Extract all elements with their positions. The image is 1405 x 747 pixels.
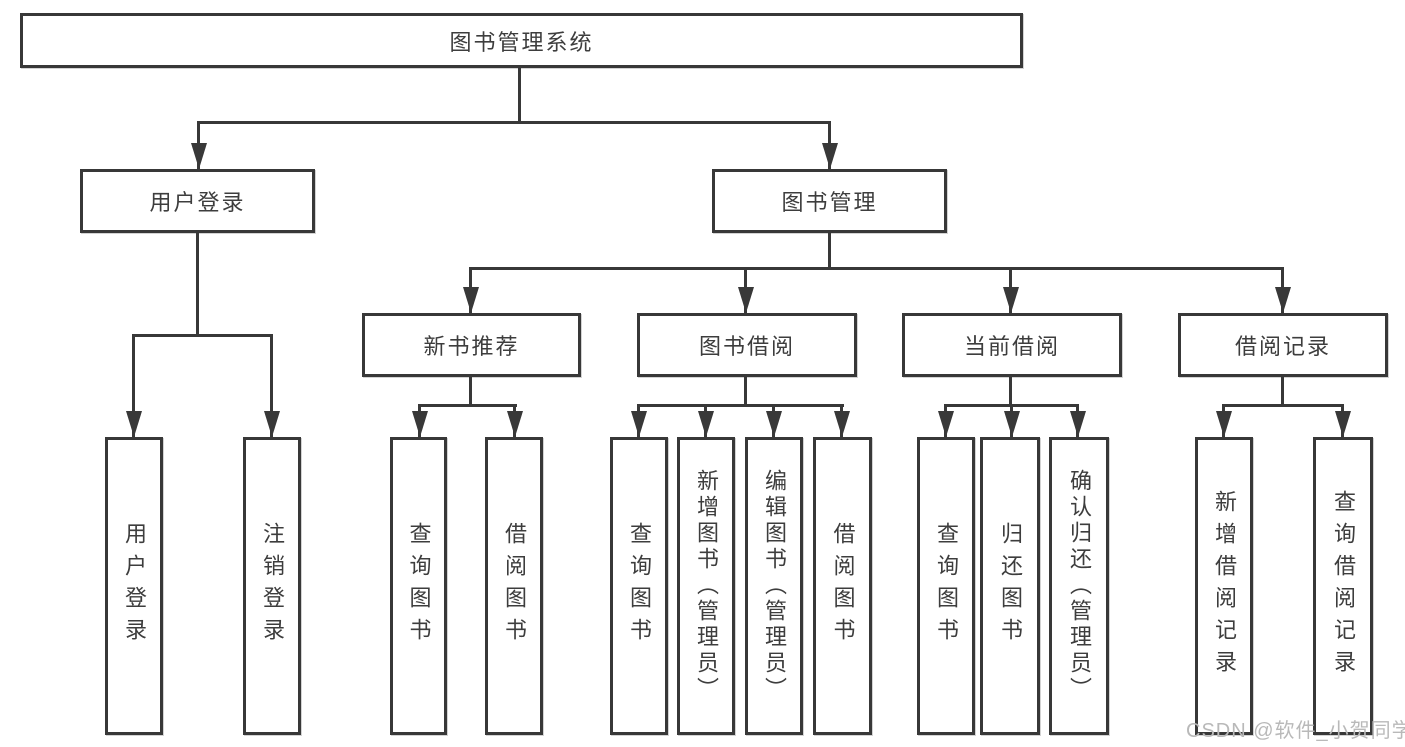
leaf-user-login: 用户登录 [105, 437, 163, 735]
connector-userlogin-stem [196, 233, 199, 336]
arrow-down-icon [1070, 411, 1086, 437]
arrow-down-icon [463, 287, 479, 313]
node-book-borrow-label: 图书借阅 [698, 334, 795, 359]
arrow-down-icon [766, 411, 782, 437]
leaf-current-return: 归还图书 [980, 437, 1040, 735]
connector-bookborrow-stem [744, 377, 747, 406]
arrow-down-icon [938, 411, 954, 437]
node-book-borrow: 图书借阅 [637, 313, 857, 377]
arrow-down-icon [1003, 287, 1019, 313]
leaf-newbooks-borrow-label: 借阅图书 [502, 522, 527, 650]
arrow-down-icon [412, 411, 428, 437]
arrow-down-icon [1004, 411, 1020, 437]
connector-records-split [1223, 404, 1344, 407]
node-borrow-records: 借阅记录 [1178, 313, 1388, 377]
node-current-borrow-label: 当前借阅 [963, 334, 1060, 359]
node-user-login-label: 用户登录 [149, 190, 246, 215]
node-book-mgmt: 图书管理 [712, 169, 947, 233]
arrow-down-icon [834, 411, 850, 437]
connector-bookborrow-split [638, 404, 844, 407]
leaf-newbooks-search: 查询图书 [390, 437, 447, 735]
connector-records-stem [1281, 377, 1284, 406]
leaf-records-add: 新增借阅记录 [1195, 437, 1253, 735]
leaf-logout: 注销登录 [243, 437, 301, 735]
node-book-mgmt-label: 图书管理 [781, 190, 878, 215]
leaf-borrow-search-label: 查询图书 [627, 522, 652, 650]
arrow-down-icon [191, 143, 207, 169]
connector-newbooks-stem [469, 377, 472, 406]
node-current-borrow: 当前借阅 [902, 313, 1122, 377]
connector-bookmgmt-stem [828, 233, 831, 269]
arrow-down-icon [1335, 411, 1351, 437]
node-borrow-records-label: 借阅记录 [1234, 334, 1331, 359]
connector-bookmgmt-split [470, 267, 1284, 270]
leaf-newbooks-borrow: 借阅图书 [485, 437, 543, 735]
leaf-borrow-search: 查询图书 [610, 437, 668, 735]
leaf-current-search-label: 查询图书 [934, 522, 959, 650]
csdn-watermark: CSDN @软件_小贺同学 [1186, 720, 1405, 742]
leaf-borrow-add-label: 新增图书（管理员） [694, 469, 719, 703]
node-user-login: 用户登录 [80, 169, 315, 233]
leaf-borrow-edit-label: 编辑图书（管理员） [762, 469, 787, 703]
connector-to-leaf-logout [270, 334, 273, 437]
connector-to-leaf-login [132, 334, 135, 437]
connector-userlogin-split [133, 334, 273, 337]
leaf-borrow-edit: 编辑图书（管理员） [745, 437, 803, 735]
connector-root-split [198, 121, 831, 124]
leaf-current-confirm-label: 确认归还（管理员） [1067, 469, 1092, 703]
leaf-user-login-label: 用户登录 [122, 522, 147, 650]
leaf-current-return-label: 归还图书 [998, 522, 1023, 650]
leaf-newbooks-search-label: 查询图书 [406, 522, 432, 650]
arrow-down-icon [126, 411, 142, 437]
leaf-current-search: 查询图书 [917, 437, 975, 735]
arrow-down-icon [264, 411, 280, 437]
node-new-books: 新书推荐 [362, 313, 581, 377]
arrow-down-icon [1216, 411, 1232, 437]
arrow-down-icon [631, 411, 647, 437]
arrow-down-icon [507, 411, 523, 437]
connector-newbooks-split [419, 404, 517, 407]
leaf-logout-label: 注销登录 [260, 522, 285, 650]
leaf-records-add-label: 新增借阅记录 [1212, 490, 1237, 682]
arrow-down-icon [1275, 287, 1291, 313]
connector-root-stem [518, 68, 521, 123]
leaf-records-search-label: 查询借阅记录 [1331, 490, 1356, 682]
arrow-down-icon [822, 143, 838, 169]
connector-currentborrow-stem [1009, 377, 1012, 406]
leaf-records-search: 查询借阅记录 [1313, 437, 1373, 735]
node-root-label: 图书管理系统 [449, 29, 594, 55]
node-root: 图书管理系统 [20, 13, 1023, 68]
node-new-books-label: 新书推荐 [423, 334, 520, 359]
leaf-current-confirm: 确认归还（管理员） [1049, 437, 1109, 735]
leaf-borrow-borrow: 借阅图书 [813, 437, 872, 735]
leaf-borrow-add: 新增图书（管理员） [677, 437, 735, 735]
leaf-borrow-borrow-label: 借阅图书 [830, 522, 856, 650]
arrow-down-icon [738, 287, 754, 313]
arrow-down-icon [698, 411, 714, 437]
